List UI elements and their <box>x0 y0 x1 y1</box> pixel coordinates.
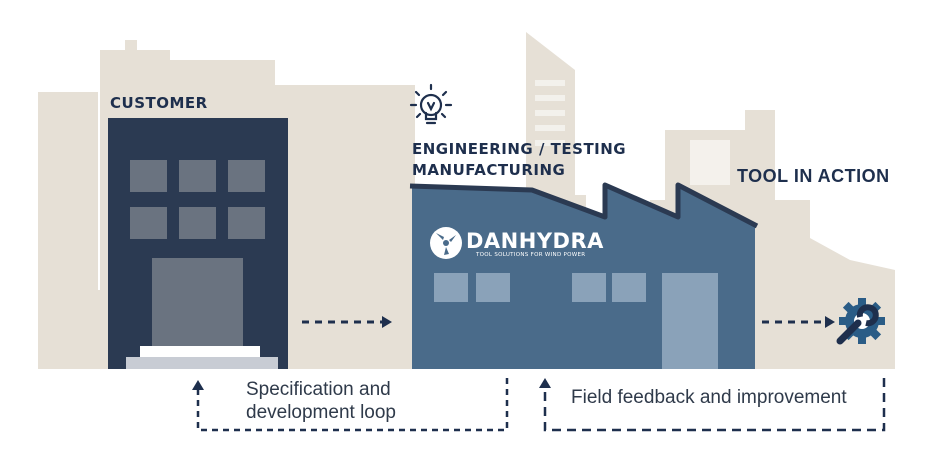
feedback-caption: Field feedback and improvement <box>571 387 847 408</box>
customer-building <box>108 118 288 370</box>
lightbulb-icon <box>409 83 453 125</box>
engineering-label-line2: MANUFACTURING <box>412 161 566 179</box>
arrow-customer-to-factory <box>302 316 392 328</box>
brand-name: DANHYDRA <box>466 229 604 253</box>
tool-in-action-label: TOOL IN ACTION <box>737 166 890 186</box>
feedback-loop-arrow <box>543 378 886 432</box>
spec-loop-arrowhead <box>192 380 204 390</box>
customer-label: CUSTOMER <box>110 94 208 112</box>
spec-caption-line1: Specification and <box>246 379 391 400</box>
engineering-label: ENGINEERING / TESTING MANUFACTURING <box>412 139 626 181</box>
spec-caption-line2: development loop <box>246 402 396 423</box>
spec-caption: Specification and development loop <box>246 378 396 424</box>
engineering-label-line1: ENGINEERING / TESTING <box>412 140 627 158</box>
gear-wrench-icon <box>836 298 885 345</box>
feedback-loop-arrowhead <box>539 378 551 388</box>
arrow-factory-to-tool <box>762 316 835 328</box>
brand-tagline: TOOL SOLUTIONS FOR WIND POWER <box>476 252 586 258</box>
factory-building <box>409 182 759 370</box>
danhydra-logo-icon <box>430 227 462 259</box>
spec-loop-arrow <box>196 378 509 432</box>
